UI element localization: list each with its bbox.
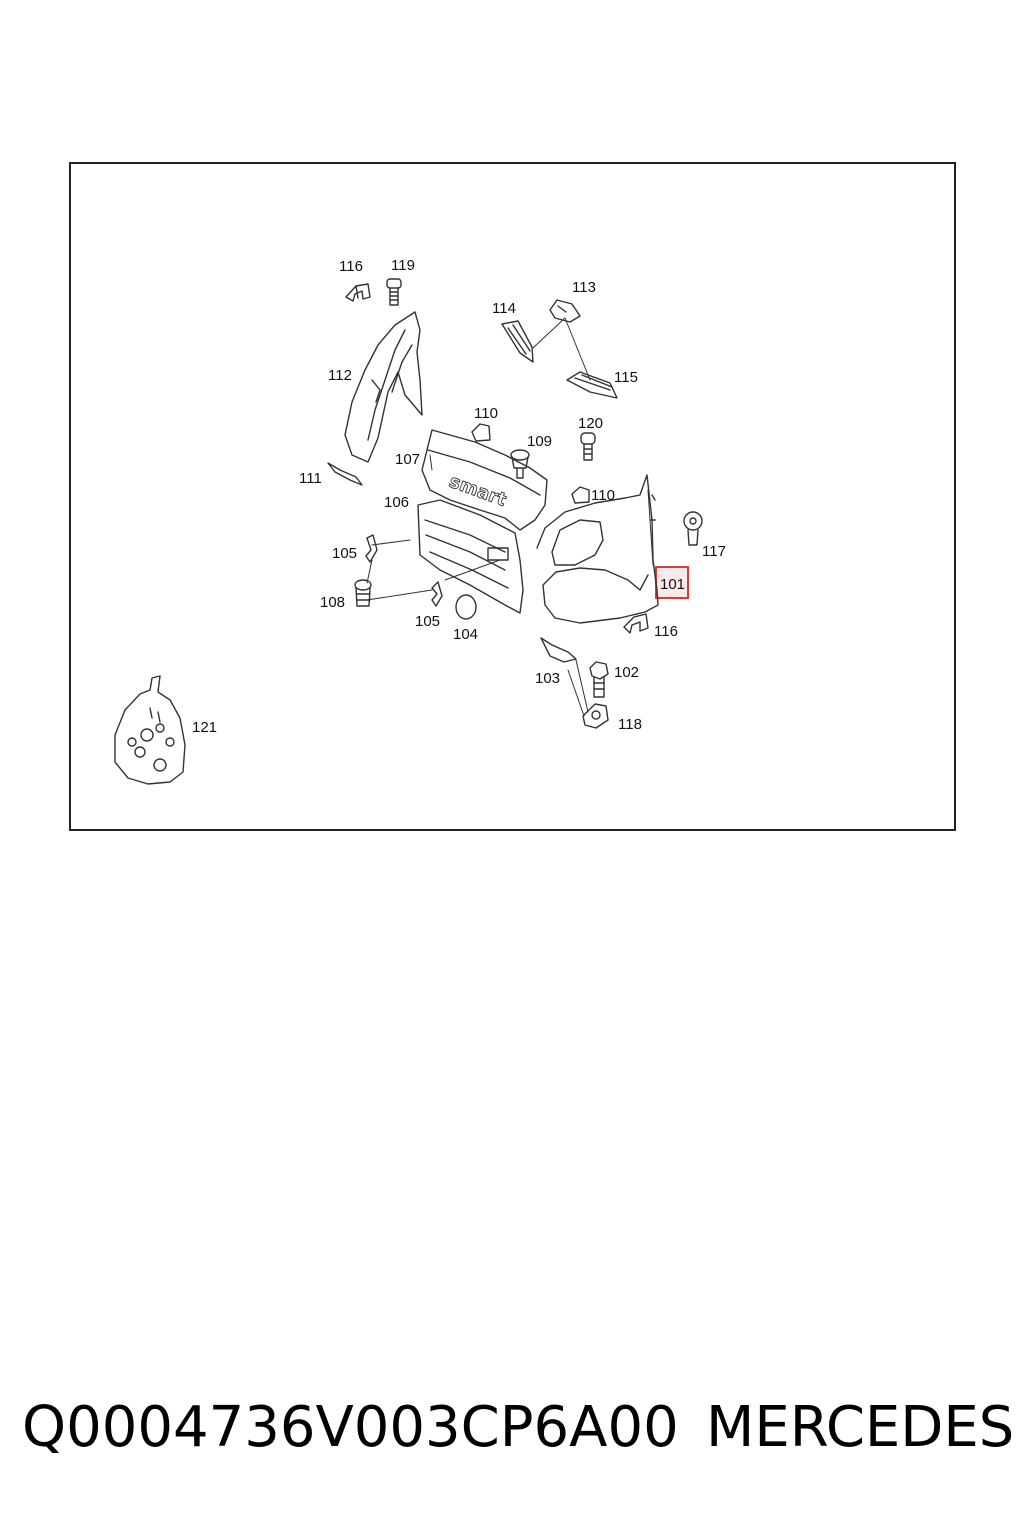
callout-105-left[interactable]: 105: [332, 545, 357, 562]
callout-101[interactable]: 101: [660, 576, 685, 593]
callout-116-top[interactable]: 116: [339, 258, 363, 275]
clip-110-top[interactable]: [471, 423, 491, 442]
clip-116-top[interactable]: [345, 283, 371, 302]
clip-110-right[interactable]: [571, 486, 590, 504]
callout-115[interactable]: 115: [614, 369, 638, 386]
callout-108[interactable]: 108: [320, 594, 345, 611]
callout-110-top[interactable]: 110: [474, 405, 498, 422]
bolt-108[interactable]: [354, 579, 372, 607]
fender-101[interactable]: [536, 474, 659, 624]
callout-111[interactable]: 111: [299, 470, 322, 487]
clip-116-bottom[interactable]: [623, 613, 649, 634]
callout-113[interactable]: 113: [572, 279, 596, 296]
part-code: Q0004736V003CP6A00: [22, 1395, 679, 1460]
parts-bag-121[interactable]: [114, 675, 186, 785]
parts-diagram: smart 116 119 113 114 112 115 110 120 10…: [114, 257, 726, 785]
fastener-109[interactable]: [510, 449, 530, 479]
clip-105-left[interactable]: [365, 534, 378, 563]
callout-117[interactable]: 117: [702, 543, 726, 560]
wheel-arch-liner-112[interactable]: [344, 311, 423, 463]
trim-103[interactable]: [540, 637, 577, 663]
callout-107[interactable]: 107: [395, 451, 420, 468]
bolt-120[interactable]: [580, 432, 596, 461]
callout-110-right[interactable]: 110: [591, 487, 615, 504]
strip-115[interactable]: [566, 371, 618, 399]
bolt-102[interactable]: [589, 661, 609, 698]
callout-105-bottom[interactable]: 105: [415, 613, 440, 630]
callout-112[interactable]: 112: [328, 367, 352, 384]
strip-114[interactable]: [501, 320, 534, 363]
footer-caption: Q0004736V003CP6A00 MERCEDES: [22, 1390, 1015, 1465]
smart-logo: smart: [446, 471, 509, 511]
callout-120[interactable]: 120: [578, 415, 603, 432]
callout-114[interactable]: 114: [492, 300, 516, 317]
callout-109[interactable]: 109: [527, 433, 552, 450]
callout-labels: 116 119 113 114 112 115 110 120 109 107 …: [192, 257, 726, 736]
clip-105-bottom[interactable]: [431, 581, 443, 607]
callout-119[interactable]: 119: [391, 257, 415, 274]
clip-113[interactable]: [549, 299, 581, 323]
diagram-frame: [69, 162, 956, 831]
callout-118[interactable]: 118: [618, 716, 642, 733]
brand-name: MERCEDES: [706, 1395, 1015, 1460]
trim-111[interactable]: [327, 462, 363, 486]
callout-116-bottom[interactable]: 116: [654, 623, 678, 640]
callout-103[interactable]: 103: [535, 670, 560, 687]
callout-106[interactable]: 106: [384, 494, 409, 511]
cap-104[interactable]: [455, 594, 477, 620]
leader-lines: [366, 317, 654, 717]
bolt-119[interactable]: [386, 278, 402, 306]
screw-117[interactable]: [683, 511, 703, 546]
nut-118[interactable]: [582, 703, 609, 729]
callout-121[interactable]: 121: [192, 719, 217, 736]
front-panel-107[interactable]: [421, 429, 548, 531]
callout-102[interactable]: 102: [614, 664, 639, 681]
callout-104[interactable]: 104: [453, 626, 478, 643]
